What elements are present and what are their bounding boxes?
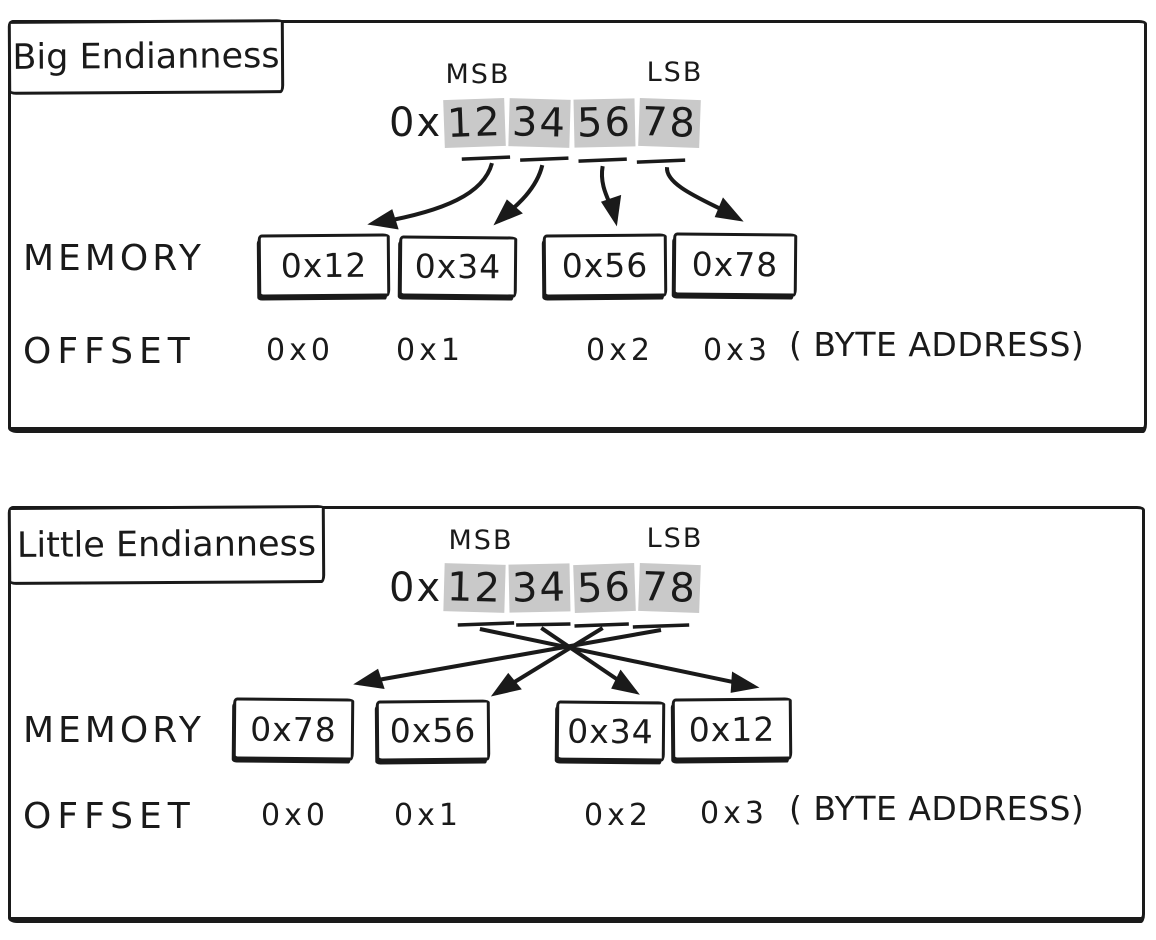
panel-title: Big Endianness (11, 35, 280, 78)
msb-label: MSB (448, 525, 514, 556)
memory-cell-4: 0x12 (671, 697, 793, 761)
hex-value: 0x 12 34 56 78 (389, 562, 702, 614)
offset-2: 0x1 (396, 333, 464, 368)
memory-cell-2: 0x34 (398, 235, 518, 298)
panel-title: Little Endianness (16, 523, 316, 566)
hex-prefix: 0x (389, 565, 443, 611)
memory-cell-4: 0x78 (672, 232, 798, 297)
hex-byte-3: 56 (573, 98, 636, 148)
offset-3: 0x2 (586, 333, 654, 368)
msb-label: MSB (445, 59, 511, 90)
little-endianness-panel: Little Endianness MSB LSB 0x 12 34 56 78… (7, 504, 1145, 923)
offset-row-label: OFFSET (23, 331, 196, 372)
hex-byte-4: 78 (638, 562, 701, 614)
memory-cell-3: 0x56 (542, 233, 668, 298)
hex-value: 0x 12 34 56 78 (389, 97, 702, 149)
memory-cell-1: 0x78 (232, 697, 355, 761)
byte-address-note: ( BYTE ADDRESS) (789, 789, 1085, 828)
offset-1: 0x0 (261, 798, 329, 833)
panel-title-box: Little Endianness (7, 504, 325, 585)
panel-title-box: Big Endianness (7, 18, 284, 95)
memory-cell-3: 0x34 (555, 700, 666, 762)
hex-byte-1: 12 (443, 97, 506, 149)
hex-byte-4: 78 (638, 97, 701, 149)
offset-1: 0x0 (266, 333, 334, 368)
lsb-label: LSB (646, 523, 704, 554)
offset-4: 0x3 (703, 333, 771, 368)
hex-byte-2: 34 (508, 563, 571, 613)
hex-byte-3: 56 (573, 562, 636, 614)
byte-address-note: ( BYTE ADDRESS) (789, 325, 1085, 364)
memory-row-label: MEMORY (23, 710, 205, 751)
offset-row-label: OFFSET (23, 796, 196, 837)
hex-byte-2: 34 (508, 98, 571, 148)
big-endianness-panel: Big Endianness MSB LSB 0x 12 34 56 78 ME… (7, 18, 1147, 433)
memory-cell-1: 0x12 (257, 233, 391, 298)
hex-byte-1: 12 (443, 563, 506, 613)
offset-2: 0x1 (394, 798, 462, 833)
offset-4: 0x3 (700, 796, 768, 831)
lsb-label: LSB (646, 57, 704, 88)
offset-3: 0x2 (584, 798, 652, 833)
memory-cell-2: 0x56 (375, 699, 491, 762)
memory-row-label: MEMORY (23, 238, 205, 279)
hex-prefix: 0x (389, 100, 443, 146)
